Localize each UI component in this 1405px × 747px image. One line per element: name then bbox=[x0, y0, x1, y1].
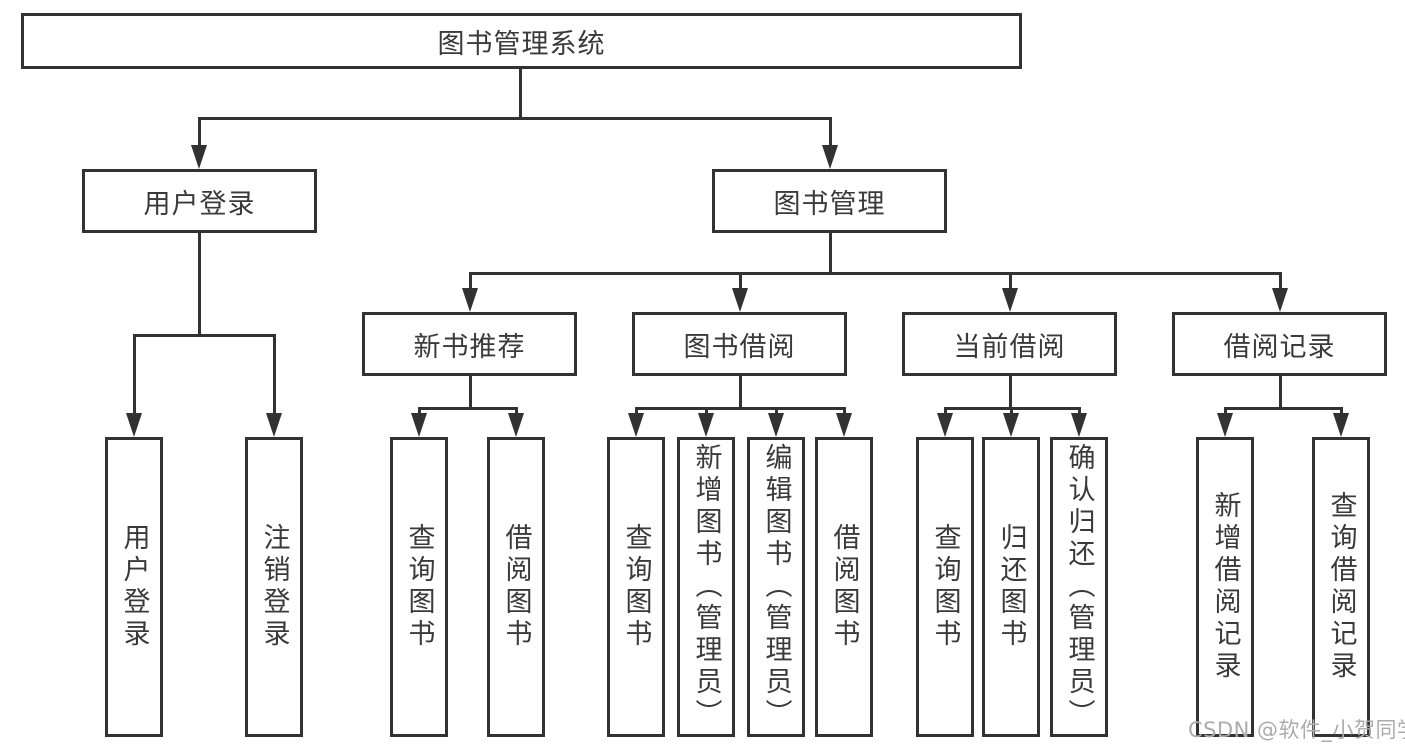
node-borrow-records-label: 借阅记录 bbox=[1223, 331, 1336, 363]
node-new-book-recommend-label: 新书推荐 bbox=[413, 331, 526, 363]
arrowhead-leaf-logout bbox=[266, 413, 282, 437]
arrowhead-query-books-recommend bbox=[411, 413, 427, 437]
connector-drop-query-books-recommend bbox=[418, 407, 421, 417]
connector-drop-leaf-logout bbox=[273, 334, 276, 416]
connector-book-borrow-horizontal bbox=[635, 407, 846, 410]
connector-drop-query-borrow-record bbox=[1340, 407, 1343, 417]
arrowhead-add-borrow-record bbox=[1217, 413, 1233, 437]
connector-drop-return-book bbox=[1010, 407, 1013, 417]
node-current-borrow-label: 当前借阅 bbox=[953, 331, 1066, 363]
connector-new-book-recommend-trunk bbox=[469, 376, 472, 410]
connector-drop-add-book-admin bbox=[705, 407, 708, 417]
connector-drop-borrow-records bbox=[1279, 272, 1282, 292]
connector-user-login-trunk bbox=[198, 233, 201, 337]
leaf-return-book-label: 归还图书 bbox=[995, 523, 1027, 651]
arrowhead-new-book-recommend bbox=[462, 288, 478, 312]
leaf-query-borrow-record: 查询借阅记录 bbox=[1312, 437, 1370, 737]
arrowhead-borrow-books bbox=[836, 413, 852, 437]
node-new-book-recommend: 新书推荐 bbox=[362, 312, 577, 376]
arrowhead-borrow-records bbox=[1272, 288, 1288, 312]
leaf-edit-book-admin-label: 编辑图书（管理员） bbox=[760, 443, 792, 731]
leaf-add-book-admin: 新增图书（管理员） bbox=[677, 437, 735, 737]
node-book-borrow-label: 图书借阅 bbox=[683, 331, 796, 363]
node-borrow-records: 借阅记录 bbox=[1172, 312, 1387, 376]
connector-drop-borrow-books-recommend bbox=[515, 407, 518, 417]
connector-drop-current-borrow bbox=[1009, 272, 1012, 292]
node-book-borrow: 图书借阅 bbox=[632, 312, 847, 376]
node-current-borrow: 当前借阅 bbox=[902, 312, 1117, 376]
leaf-logout-label: 注销登录 bbox=[258, 523, 290, 651]
leaf-query-books-current: 查询图书 bbox=[916, 437, 974, 737]
connector-drop-borrow-books bbox=[843, 407, 846, 417]
connector-book-borrow-trunk bbox=[739, 376, 742, 410]
node-user-login-label: 用户登录 bbox=[143, 188, 256, 220]
connector-root-trunk bbox=[519, 68, 522, 119]
arrowhead-edit-book-admin bbox=[768, 413, 784, 437]
connector-level1-horizontal bbox=[198, 117, 832, 120]
leaf-borrow-books-recommend: 借阅图书 bbox=[487, 437, 545, 737]
node-root: 图书管理系统 bbox=[21, 13, 1022, 69]
connector-user-login-horizontal bbox=[133, 334, 276, 337]
arrowhead-return-book bbox=[1003, 413, 1019, 437]
leaf-query-books-borrow: 查询图书 bbox=[607, 437, 665, 737]
leaf-user-login-label: 用户登录 bbox=[118, 523, 150, 651]
leaf-return-book: 归还图书 bbox=[982, 437, 1040, 737]
leaf-user-login: 用户登录 bbox=[105, 437, 163, 737]
connector-drop-add-borrow-record bbox=[1224, 407, 1227, 417]
arrowhead-leaf-user-login bbox=[126, 413, 142, 437]
arrowhead-query-borrow-record bbox=[1333, 413, 1349, 437]
arrowhead-query-books-borrow bbox=[628, 413, 644, 437]
csdn-watermark: CSDN @软件_小贺同学 bbox=[1188, 718, 1405, 742]
arrowhead-borrow-books-recommend bbox=[508, 413, 524, 437]
connector-drop-book-management bbox=[829, 117, 832, 148]
node-user-login: 用户登录 bbox=[82, 169, 317, 233]
leaf-query-books-recommend: 查询图书 bbox=[390, 437, 448, 737]
leaf-confirm-return-admin: 确认归还（管理员） bbox=[1050, 437, 1108, 737]
leaf-query-books-recommend-label: 查询图书 bbox=[403, 523, 435, 651]
node-book-management-label: 图书管理 bbox=[773, 188, 886, 220]
arrowhead-query-books-current bbox=[937, 413, 953, 437]
connector-drop-edit-book-admin bbox=[775, 407, 778, 417]
arrowhead-user-login bbox=[191, 145, 207, 169]
arrowhead-add-book-admin bbox=[698, 413, 714, 437]
connector-drop-new-book-recommend bbox=[469, 272, 472, 292]
leaf-add-borrow-record: 新增借阅记录 bbox=[1196, 437, 1254, 737]
connector-book-management-trunk bbox=[829, 233, 832, 275]
connector-drop-query-books-current bbox=[944, 407, 947, 417]
arrowhead-book-borrow bbox=[732, 288, 748, 312]
connector-borrow-records-horizontal bbox=[1224, 407, 1342, 410]
arrowhead-confirm-return-admin bbox=[1071, 413, 1087, 437]
connector-level2-horizontal bbox=[469, 272, 1282, 275]
arrowhead-current-borrow bbox=[1002, 288, 1018, 312]
leaf-query-books-current-label: 查询图书 bbox=[929, 523, 961, 651]
leaf-add-borrow-record-label: 新增借阅记录 bbox=[1209, 491, 1241, 683]
connector-drop-confirm-return-admin bbox=[1078, 407, 1081, 417]
connector-borrow-records-trunk bbox=[1279, 376, 1282, 410]
connector-drop-leaf-user-login bbox=[133, 334, 136, 416]
leaf-confirm-return-admin-label: 确认归还（管理员） bbox=[1063, 443, 1095, 731]
leaf-edit-book-admin: 编辑图书（管理员） bbox=[747, 437, 805, 737]
arrowhead-book-management bbox=[822, 145, 838, 169]
leaf-query-books-borrow-label: 查询图书 bbox=[620, 523, 652, 651]
leaf-add-book-admin-label: 新增图书（管理员） bbox=[690, 443, 722, 731]
leaf-logout: 注销登录 bbox=[245, 437, 303, 737]
connector-drop-user-login bbox=[198, 117, 201, 148]
node-root-label: 图书管理系统 bbox=[437, 28, 606, 60]
leaf-borrow-books-label: 借阅图书 bbox=[828, 523, 860, 651]
node-book-management: 图书管理 bbox=[712, 169, 947, 233]
connector-drop-query-books-borrow bbox=[635, 407, 638, 417]
leaf-query-borrow-record-label: 查询借阅记录 bbox=[1325, 491, 1357, 683]
connector-new-book-recommend-horizontal bbox=[418, 407, 518, 410]
leaf-borrow-books: 借阅图书 bbox=[815, 437, 873, 737]
connector-current-borrow-trunk bbox=[1009, 376, 1012, 410]
connector-drop-book-borrow bbox=[739, 272, 742, 292]
leaf-borrow-books-recommend-label: 借阅图书 bbox=[500, 523, 532, 651]
